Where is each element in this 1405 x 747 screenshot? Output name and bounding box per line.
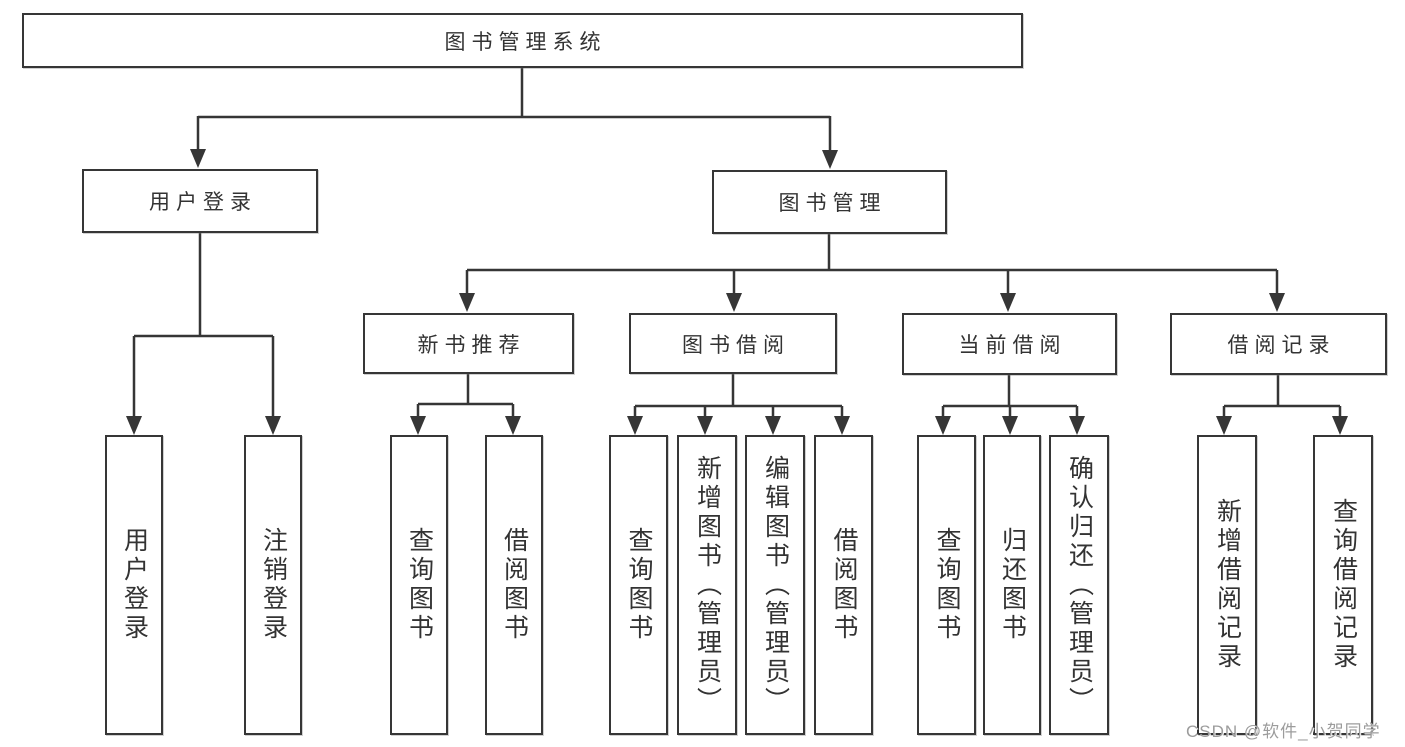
node-recommend-query-book-label: 查询图书 — [405, 527, 434, 643]
arrowheads — [126, 149, 1348, 435]
node-current-borrow: 当前借阅 — [902, 313, 1117, 375]
node-logout-label: 注销登录 — [259, 527, 288, 643]
watermark: CSDN @软件_小贺同学 — [1186, 722, 1381, 741]
node-edit-book-admin: 编辑图书（管理员） — [745, 435, 805, 735]
node-logout: 注销登录 — [244, 435, 302, 735]
node-confirm-return-admin: 确认归还（管理员） — [1049, 435, 1109, 735]
node-add-borrow-record: 新增借阅记录 — [1197, 435, 1257, 735]
node-add-book-admin-label: 新增图书（管理员） — [693, 454, 722, 716]
node-user-login-leaf-label: 用户登录 — [120, 527, 149, 643]
node-borrow-borrow-book-label: 借阅图书 — [830, 527, 858, 643]
node-add-book-admin: 新增图书（管理员） — [677, 435, 737, 735]
node-book-management: 图书管理 — [712, 170, 947, 234]
node-user-login: 用户登录 — [82, 169, 318, 233]
node-current-query-book-label: 查询图书 — [933, 527, 961, 643]
node-recommend-borrow-book-label: 借阅图书 — [500, 527, 529, 643]
node-recommend-query-book: 查询图书 — [390, 435, 448, 735]
node-borrow-query-book: 查询图书 — [609, 435, 668, 735]
node-query-borrow-record-label: 查询借阅记录 — [1329, 498, 1358, 672]
node-return-book-label: 归还图书 — [998, 527, 1027, 643]
node-borrow-record: 借阅记录 — [1170, 313, 1387, 375]
node-return-book: 归还图书 — [983, 435, 1041, 735]
node-book-borrow: 图书借阅 — [629, 313, 837, 374]
node-root: 图书管理系统 — [22, 13, 1023, 68]
node-confirm-return-admin-label: 确认归还（管理员） — [1065, 454, 1094, 716]
node-query-borrow-record: 查询借阅记录 — [1313, 435, 1373, 735]
connector-paths — [132, 67, 1342, 419]
node-user-login-leaf: 用户登录 — [105, 435, 163, 735]
node-recommend-borrow-book: 借阅图书 — [485, 435, 543, 735]
node-current-query-book: 查询图书 — [917, 435, 976, 735]
node-add-borrow-record-label: 新增借阅记录 — [1213, 498, 1242, 672]
node-borrow-query-book-label: 查询图书 — [625, 527, 653, 643]
node-new-book-recommend: 新书推荐 — [363, 313, 574, 374]
node-edit-book-admin-label: 编辑图书（管理员） — [761, 454, 790, 716]
node-borrow-borrow-book: 借阅图书 — [814, 435, 873, 735]
